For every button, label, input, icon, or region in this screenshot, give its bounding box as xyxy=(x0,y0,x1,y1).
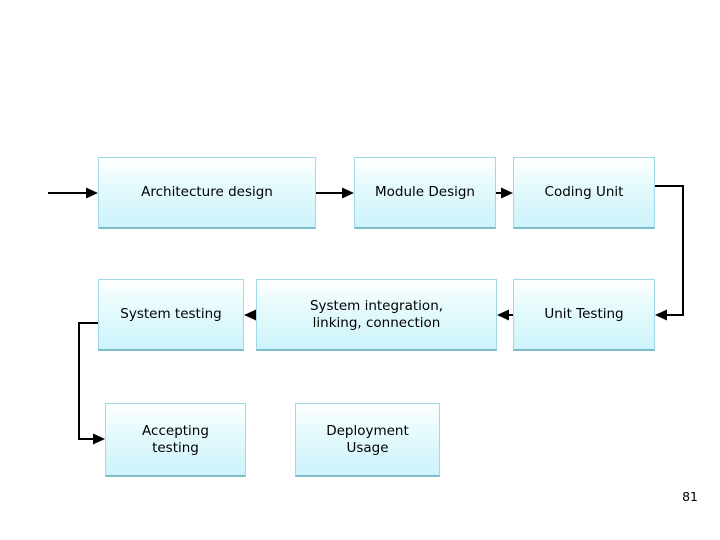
node-system-integration[interactable]: System integration, linking, connection xyxy=(256,279,497,351)
node-deployment-usage[interactable]: Deployment Usage xyxy=(295,403,440,477)
node-system-testing[interactable]: System testing xyxy=(98,279,244,351)
connector-integration-to-system-testing xyxy=(244,309,256,321)
node-coding-unit[interactable]: Coding Unit xyxy=(513,157,655,229)
node-architecture-design[interactable]: Architecture design xyxy=(98,157,316,229)
connector-module-to-coding xyxy=(496,187,513,199)
node-accepting-testing[interactable]: Accepting testing xyxy=(105,403,246,477)
node-unit-testing[interactable]: Unit Testing xyxy=(513,279,655,351)
connector-architecture-to-module xyxy=(316,187,354,199)
connector-coding-to-unit-testing xyxy=(655,185,684,321)
page-number: 81 xyxy=(682,489,698,504)
node-module-design[interactable]: Module Design xyxy=(354,157,496,229)
connector-into-architecture-design xyxy=(48,187,98,199)
connector-unit-testing-to-integration xyxy=(497,309,513,321)
